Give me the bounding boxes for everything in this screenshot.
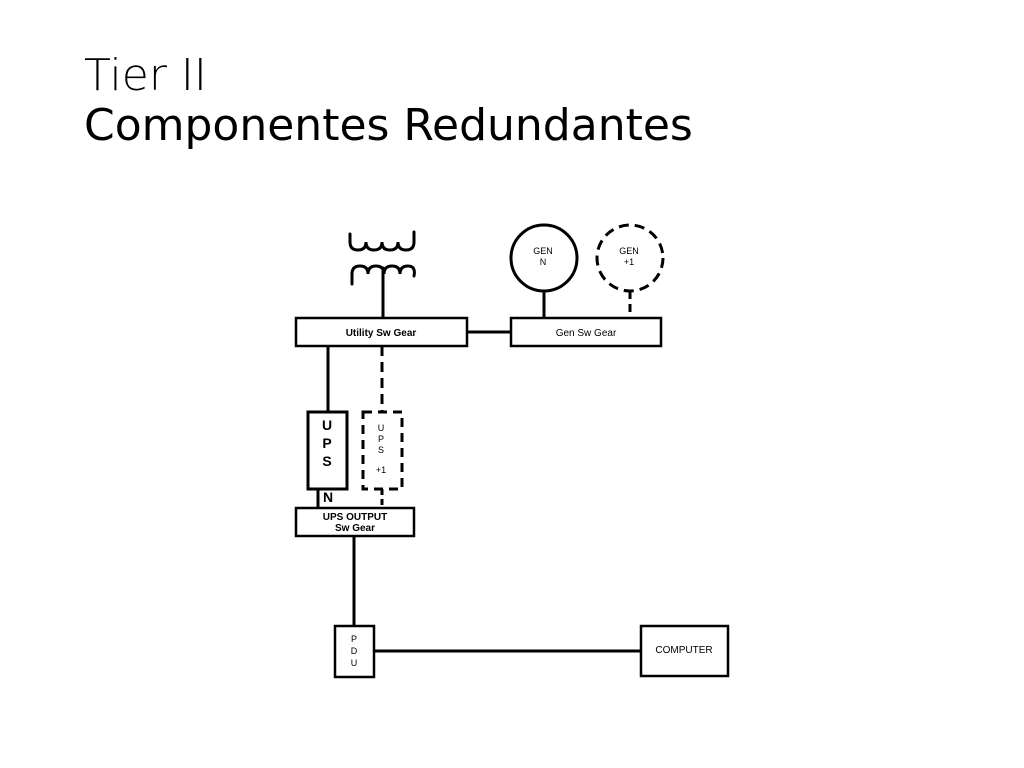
ups-n-letter-s: S — [322, 453, 331, 469]
ups-plus1-letter-p: P — [378, 434, 384, 444]
generator-switchgear: Gen Sw Gear — [509, 316, 663, 348]
computer: COMPUTER — [639, 624, 730, 678]
transformer-icon — [348, 230, 416, 320]
pdu-letter-p: P — [351, 634, 357, 644]
ups-n-letter-u: U — [322, 417, 332, 433]
utility-switchgear-label: Utility Sw Gear — [346, 328, 417, 339]
pdu-letter-d: D — [351, 646, 358, 656]
generator-n-label: GEN — [533, 246, 553, 256]
generator-n: GEN N — [509, 223, 579, 318]
generator-n-sublabel: N — [540, 257, 547, 267]
generator-switchgear-label: Gen Sw Gear — [556, 328, 617, 339]
ups-output-label: UPS OUTPUT — [323, 512, 387, 523]
generator-plus1: GEN +1 — [595, 223, 665, 318]
ups-output-sublabel: Sw Gear — [335, 523, 375, 534]
generator-plus1-label: GEN — [619, 246, 639, 256]
title-line-tier: Tier II — [84, 50, 207, 101]
ups-plus1-letter-s: S — [378, 445, 384, 455]
computer-label: COMPUTER — [655, 645, 712, 656]
ups-output-switchgear: UPS OUTPUT Sw Gear — [294, 506, 416, 538]
ups-n-tag: N — [323, 489, 333, 505]
generator-plus1-sublabel: +1 — [624, 257, 634, 267]
ups-plus1: U P S +1 — [361, 410, 404, 491]
ups-plus1-letter-u: U — [378, 423, 385, 433]
ups-n-letter-p: P — [322, 435, 331, 451]
ups-n: U P S N — [306, 410, 349, 505]
pdu-letter-u: U — [351, 658, 358, 668]
utility-switchgear: Utility Sw Gear — [294, 316, 469, 348]
page-title: Tier II Componentes Redundantes — [84, 50, 693, 152]
pdu: P D U — [333, 624, 376, 679]
ups-plus1-tag: +1 — [376, 465, 386, 475]
title-line-components: Componentes Redundantes — [84, 100, 693, 152]
